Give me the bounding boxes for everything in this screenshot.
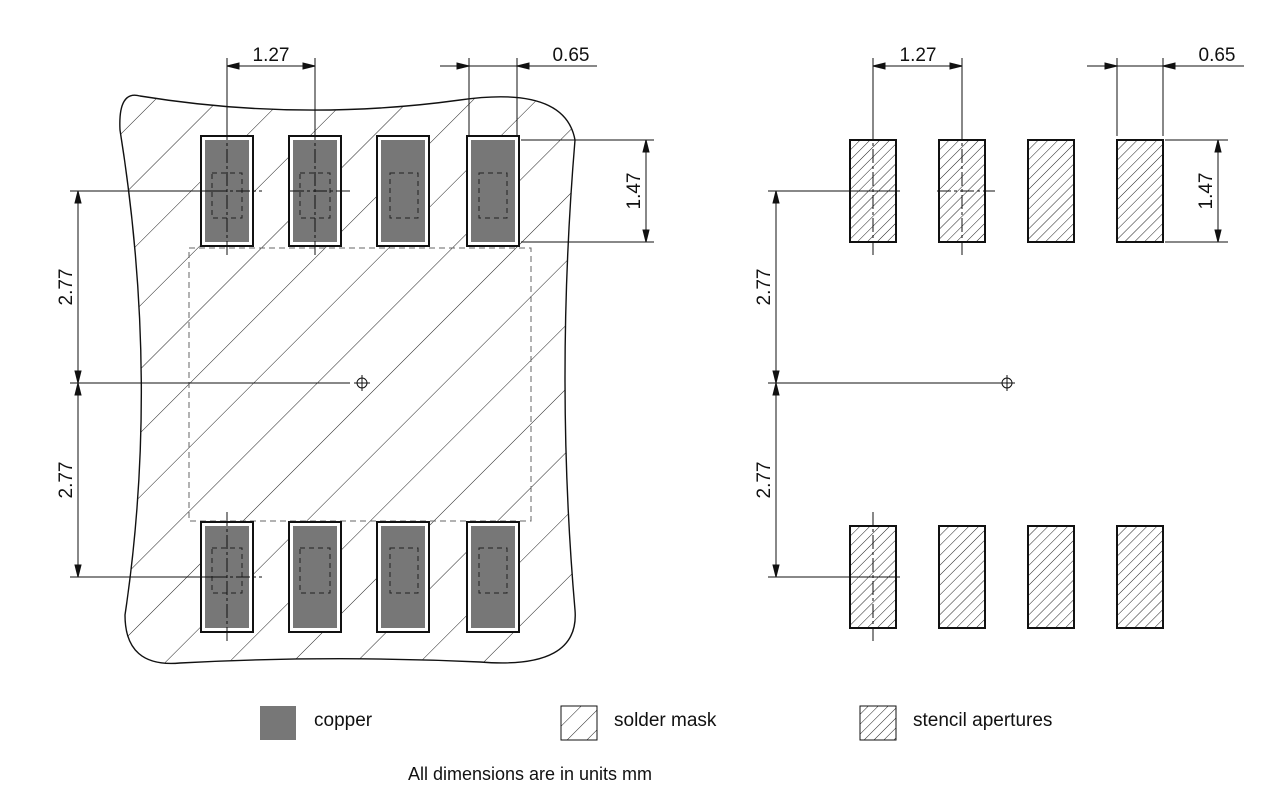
row-offset-dimension-right [768,190,1000,578]
stencil-aperture [938,525,986,629]
pad-length-dimension-right [1165,139,1228,243]
copper-pad [376,521,430,633]
stencil-aperture [1116,139,1164,243]
pitch-label-right: 1.27 [900,45,937,66]
stencil-aperture [1027,139,1075,243]
stencil-aperture [1027,525,1075,629]
upper-offset-label-right: 2.77 [754,269,775,306]
pitch-dimension [226,58,316,140]
pad-length-label: 1.47 [624,173,645,210]
solder-mask-swatch [560,705,598,741]
right-view: 1.27 0.65 1.47 [754,45,1244,642]
lower-aperture-row [849,525,1164,629]
pad-length-label-right: 1.47 [1196,173,1217,210]
copper-pad [466,135,520,247]
copper-pad [466,521,520,633]
row-offset-dimension [70,190,350,578]
legend-copper: copper [260,706,373,740]
legend-solder-mask: solder mask [560,705,717,741]
pad-width-dimension [440,58,597,136]
legend-solder-mask-label: solder mask [614,710,717,731]
legend-stencil: stencil apertures [859,705,1052,741]
lower-offset-label: 2.77 [56,462,77,499]
left-view: 1.27 0.65 1.47 [56,45,654,665]
origin-marker-right [999,375,1015,391]
copper-pad [288,521,342,633]
pitch-label: 1.27 [253,45,290,66]
origin-marker [354,375,370,391]
stencil-aperture [1116,525,1164,629]
units-note: All dimensions are in units mm [408,764,652,784]
pad-length-dimension [521,139,654,243]
copper-pad [376,135,430,247]
pad-width-label: 0.65 [553,45,590,66]
lower-offset-label-right: 2.77 [754,462,775,499]
pitch-dimension-right [872,58,963,136]
copper-swatch [260,706,296,740]
stencil-swatch [859,705,897,741]
legend-stencil-label: stencil apertures [913,710,1052,731]
upper-offset-label: 2.77 [56,269,77,306]
pad-width-label-right: 0.65 [1199,45,1236,66]
legend-copper-label: copper [314,710,373,731]
row-centerlines [213,190,352,578]
legend: copper solder mask stencil apertures [260,705,1052,741]
pad-width-dimension-right [1087,58,1244,136]
